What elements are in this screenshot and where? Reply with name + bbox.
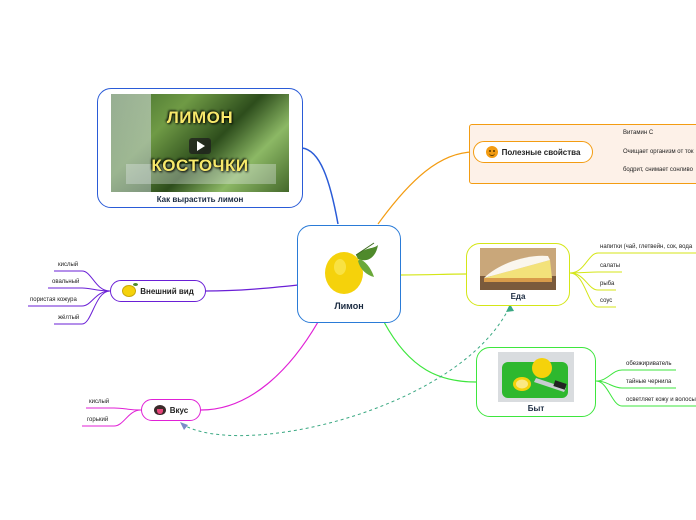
food-item-sauce[interactable]: соус xyxy=(600,298,613,304)
relationship-taste-food xyxy=(181,305,511,437)
smiley-icon xyxy=(485,146,498,158)
food-label: Еда xyxy=(510,292,526,301)
appearance-node[interactable]: Внешний вид xyxy=(110,280,206,302)
connector-household xyxy=(383,321,477,383)
properties-label: Полезные свойства xyxy=(501,147,581,157)
food-node[interactable]: Еда xyxy=(466,243,570,306)
properties-node[interactable]: Полезные свойства xyxy=(473,141,593,163)
connector-video xyxy=(301,147,339,225)
cutting-board-image xyxy=(498,351,574,402)
connector-properties xyxy=(377,151,475,225)
connector-appearance xyxy=(204,284,299,292)
taste-label: Вкус xyxy=(169,405,189,415)
lemon-icon xyxy=(325,242,378,294)
video-caption: Как вырастить лимон xyxy=(156,195,244,204)
household-item-lighten[interactable]: осветляет кожу и волосы xyxy=(626,397,696,403)
central-title: Лимон xyxy=(334,301,364,311)
properties-item-vitamin[interactable]: Витамин С xyxy=(623,130,654,136)
appearance-item-yellow[interactable]: жёлтый xyxy=(58,315,80,321)
taste-item-sour[interactable]: кислый xyxy=(89,399,110,405)
pie-image xyxy=(480,248,556,290)
food-item-salads[interactable]: салаты xyxy=(600,263,621,269)
connector-food xyxy=(399,273,467,276)
appearance-label: Внешний вид xyxy=(140,286,194,296)
food-item-fish[interactable]: рыба xyxy=(600,281,615,287)
taste-node[interactable]: Вкус xyxy=(141,399,201,421)
properties-item-cleanse[interactable]: Очищает организм от ток xyxy=(623,149,694,155)
properties-item-energize[interactable]: бодрит, снимает сонливо xyxy=(623,167,693,173)
play-icon[interactable] xyxy=(189,138,211,154)
household-node[interactable]: Быт xyxy=(476,347,596,417)
video-thumbnail[interactable]: ЛИМОН КОСТОЧКИ xyxy=(111,94,289,192)
video-title-top: ЛИМОН xyxy=(166,108,234,127)
appearance-item-oval[interactable]: овальный xyxy=(52,279,80,285)
connector-taste xyxy=(200,321,319,411)
household-item-ink[interactable]: тайные чернила xyxy=(626,379,672,385)
central-node[interactable]: Лимон xyxy=(297,225,401,323)
video-title-bottom: КОСТОЧКИ xyxy=(151,156,249,175)
video-node[interactable]: ЛИМОН КОСТОЧКИ Как вырастить лимон xyxy=(97,88,303,208)
appearance-item-sour[interactable]: кислый xyxy=(58,262,79,268)
taste-item-bitter[interactable]: горький xyxy=(87,417,109,423)
food-item-drinks[interactable]: напитки (чай, глетвейн, сок, вода xyxy=(600,244,693,250)
tongue-face-icon xyxy=(153,405,166,415)
appearance-item-porous[interactable]: пористая кожура xyxy=(30,297,77,303)
household-label: Быт xyxy=(527,403,545,413)
lemon-small-icon xyxy=(122,283,139,297)
household-item-degreaser[interactable]: обезжириватель xyxy=(626,361,672,367)
